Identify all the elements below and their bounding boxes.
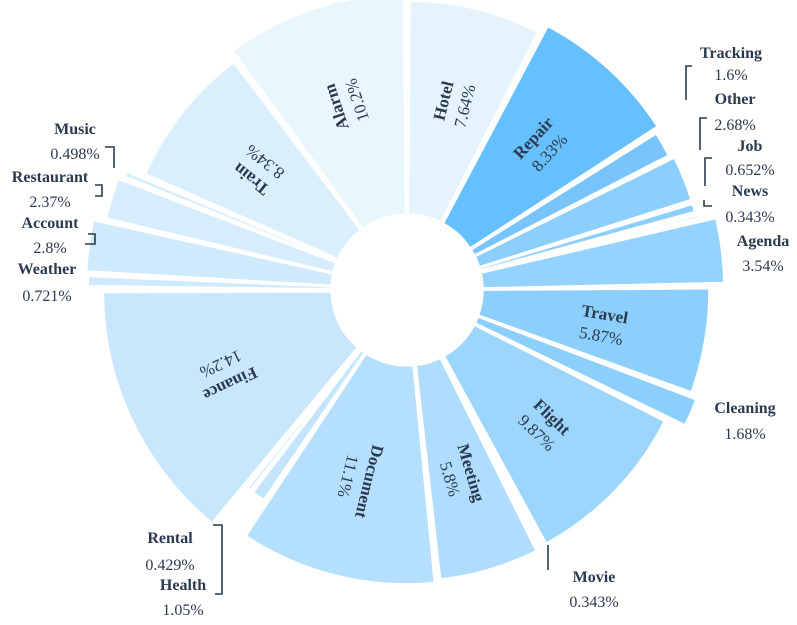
slice-rental xyxy=(246,348,362,491)
slice-alarm xyxy=(232,0,406,230)
leader-line-news xyxy=(703,200,712,207)
slice-value-agenda: 3.54% xyxy=(742,258,783,275)
leader-line-restaurant xyxy=(95,184,103,197)
leader-line-tracking xyxy=(685,65,692,100)
slice-job xyxy=(478,203,696,271)
slice-value-health: 1.05% xyxy=(162,602,203,619)
slice-name-cleaning: Cleaning xyxy=(714,400,775,417)
slice-value-weather: 0.721% xyxy=(22,288,71,305)
slice-name-other: Other xyxy=(715,91,756,108)
slice-value-job: 0.652% xyxy=(725,162,774,179)
slice-tracking xyxy=(470,132,670,257)
leader-line-other xyxy=(699,117,707,150)
slice-name-health: Health xyxy=(160,577,206,594)
leader-line-music xyxy=(105,146,115,168)
slice-name-weather: Weather xyxy=(18,261,77,278)
slice-value-music: 0.498% xyxy=(50,146,99,163)
slice-name-rental: Rental xyxy=(147,530,193,547)
slice-account xyxy=(85,219,334,287)
slice-name-movie: Movie xyxy=(573,569,616,586)
slice-name-account: Account xyxy=(22,215,80,232)
slice-hotel xyxy=(407,0,539,223)
slice-value-other: 2.68% xyxy=(714,117,755,134)
slice-flight xyxy=(443,324,666,545)
slice-value-tracking: 1.6% xyxy=(714,67,747,84)
slice-weather xyxy=(87,275,332,290)
slice-value-news: 0.343% xyxy=(725,209,774,226)
slice-cleaning xyxy=(474,316,697,426)
slice-train xyxy=(144,61,362,260)
slice-music xyxy=(124,171,338,263)
slice-name-agenda: Agenda xyxy=(737,233,789,250)
slice-value-account: 2.8% xyxy=(33,240,66,257)
slice-restaurant xyxy=(105,178,337,274)
leader-line-job xyxy=(704,157,712,186)
slice-other xyxy=(474,157,692,268)
slice-finance xyxy=(102,291,359,524)
slice-meeting xyxy=(415,357,538,580)
slice-travel xyxy=(477,287,710,393)
slice-value-cleaning: 1.68% xyxy=(724,426,765,443)
slice-value-movie: 0.343% xyxy=(569,594,618,611)
slice-name-restaurant: Restaurant xyxy=(12,169,89,186)
slice-value-restaurant: 2.37% xyxy=(29,194,70,211)
slice-agenda xyxy=(480,217,725,289)
slice-name-job: Job xyxy=(738,138,763,155)
leader-line-health xyxy=(213,524,223,595)
center-hole xyxy=(337,220,477,360)
slice-news xyxy=(479,214,699,273)
slice-document xyxy=(245,352,436,585)
slice-name-news: News xyxy=(732,183,768,200)
slice-health xyxy=(252,349,366,501)
leader-line-account xyxy=(85,233,96,245)
slice-repair xyxy=(442,25,659,249)
slice-name-tracking: Tracking xyxy=(700,45,762,62)
slice-value-rental: 0.429% xyxy=(145,557,194,574)
slice-name-music: Music xyxy=(54,121,96,138)
